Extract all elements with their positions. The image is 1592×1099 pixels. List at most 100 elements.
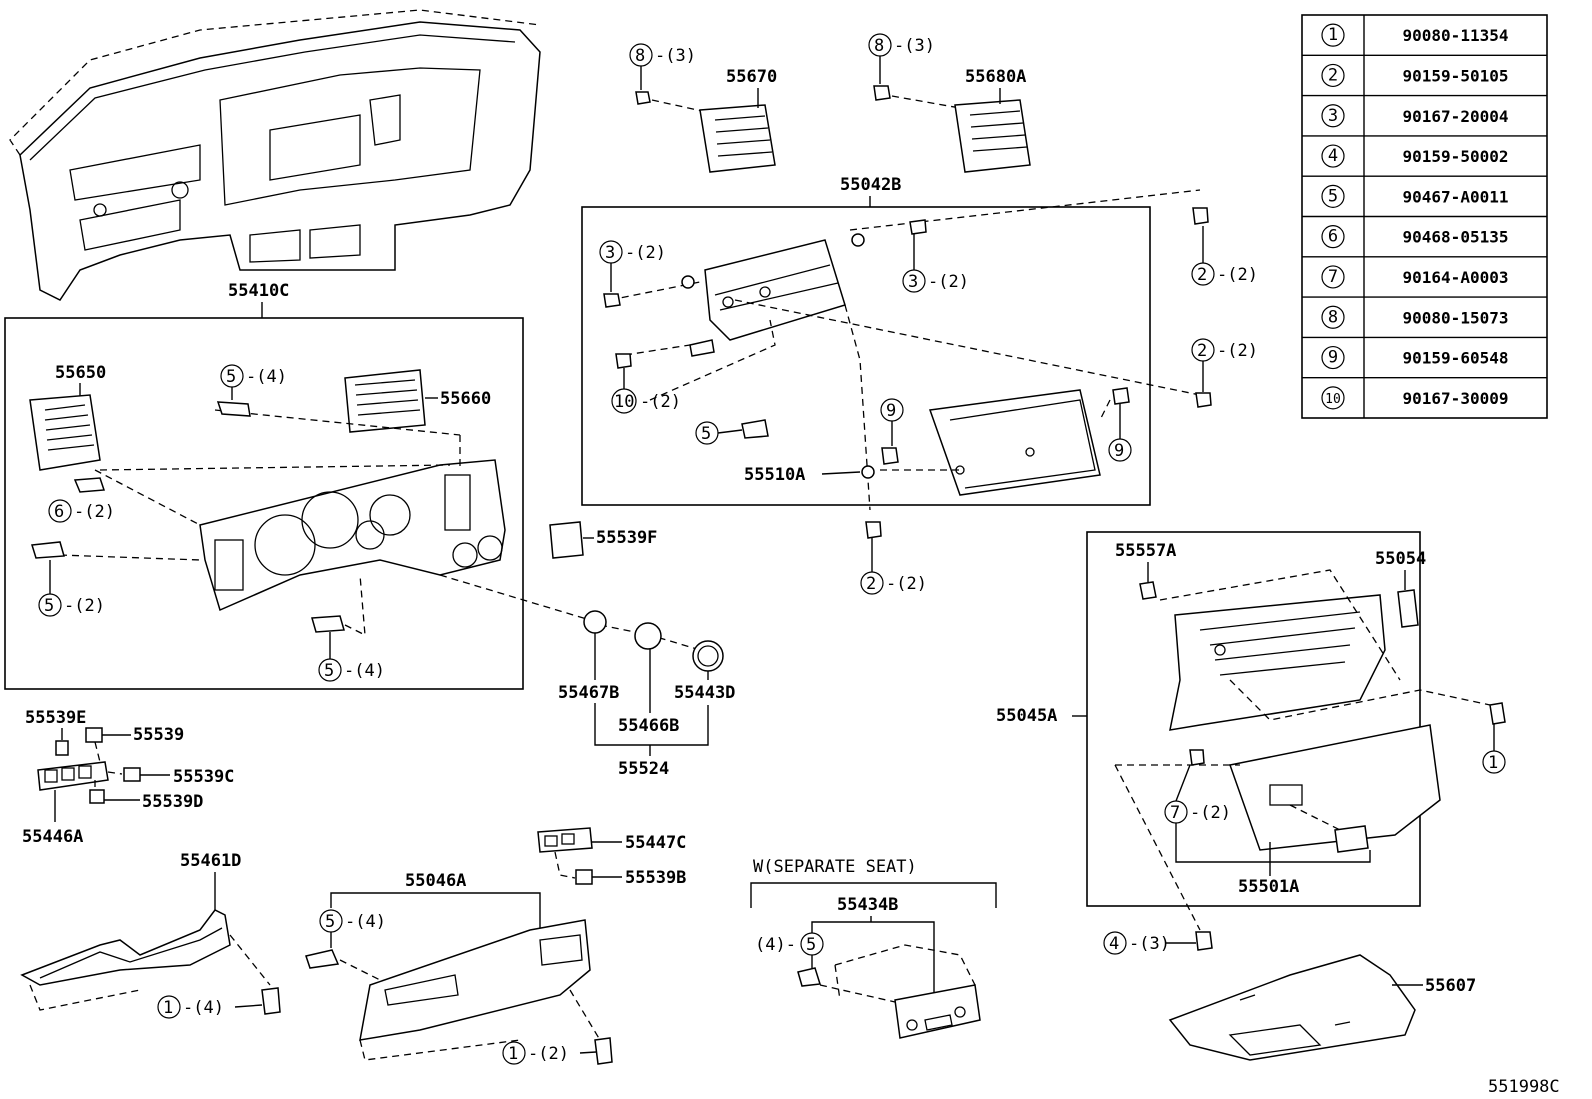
svg-text:-(3): -(3)	[1129, 934, 1170, 954]
svg-text:8: 8	[874, 36, 884, 56]
switch-55539D	[89, 789, 105, 804]
callout-3-2-a: 3 -(2)	[599, 240, 666, 292]
label-55446A: 55446A	[22, 827, 83, 847]
table-index: 2	[1328, 65, 1338, 85]
table-index-circle	[1321, 104, 1345, 128]
label-55054: 55054	[1375, 549, 1426, 569]
callout-5-a: 5	[695, 421, 743, 445]
screw-icon	[1192, 207, 1209, 225]
group-box-55042B	[581, 206, 1151, 506]
svg-text:10: 10	[614, 392, 634, 412]
callout-1-2: 1 -(2)	[502, 1041, 597, 1065]
label-55539: 55539	[133, 725, 184, 745]
vent-55660	[344, 369, 426, 433]
table-index-circle	[1321, 265, 1345, 289]
table-part-number: 90167-20004	[1403, 107, 1509, 126]
svg-text:8: 8	[635, 46, 645, 66]
svg-text:9: 9	[1114, 441, 1124, 461]
screw-icon	[1112, 387, 1130, 405]
label-55510A: 55510A	[744, 465, 805, 485]
screw-icon	[603, 293, 621, 308]
svg-text:-(2): -(2)	[74, 502, 115, 522]
table-part-number: 90159-50105	[1403, 66, 1509, 85]
callout-9-b: 9	[1108, 404, 1132, 462]
svg-text:9: 9	[886, 401, 896, 421]
svg-text:(4)-: (4)-	[755, 935, 796, 955]
label-55539E: 55539E	[25, 708, 86, 728]
switch-55539B	[575, 869, 593, 885]
label-55046A: 55046A	[405, 871, 466, 891]
callout-3-2-b: 3 -(2)	[902, 234, 969, 293]
svg-text:1: 1	[508, 1044, 518, 1064]
svg-text:5: 5	[324, 661, 334, 681]
screw-icon	[594, 1037, 613, 1065]
svg-text:-(3): -(3)	[894, 36, 935, 56]
table-index: 6	[1328, 227, 1338, 247]
table-part-number: 90164-A0003	[1403, 268, 1509, 287]
svg-text:-(2): -(2)	[64, 596, 105, 616]
screw-icon	[261, 987, 281, 1015]
group-box-55410C	[4, 317, 524, 690]
table-index-circle	[1321, 23, 1345, 47]
svg-text:-(2): -(2)	[1217, 265, 1258, 285]
svg-text:5: 5	[806, 935, 816, 955]
label-55539F: 55539F	[596, 528, 657, 548]
label-55670: 55670	[726, 67, 777, 87]
label-55045A: 55045A	[996, 706, 1057, 726]
svg-text:2: 2	[866, 574, 876, 594]
label-55466B: 55466B	[618, 716, 679, 736]
label-55660: 55660	[440, 389, 491, 409]
nut-icon	[681, 275, 695, 289]
callout-1-4: 1 -(4)	[157, 995, 263, 1019]
callout-4-5: (4)- 5	[755, 932, 824, 968]
tray-55434B	[894, 984, 981, 1039]
table-part-number: 90080-15073	[1403, 308, 1509, 327]
table-part-number: 90167-30009	[1403, 389, 1509, 408]
svg-text:-(2): -(2)	[886, 574, 927, 594]
label-55650: 55650	[55, 363, 106, 383]
label-55539B: 55539B	[625, 868, 686, 888]
clip-icon	[311, 615, 345, 633]
label-55434B: 55434B	[837, 895, 898, 915]
svg-text:5: 5	[226, 367, 236, 387]
table-index: 4	[1328, 146, 1338, 166]
glovebox-door-55501A	[1229, 724, 1441, 853]
screw-icon	[1189, 749, 1205, 766]
screw-icon	[881, 447, 899, 465]
clip-icon	[797, 967, 821, 987]
table-index: 5	[1328, 186, 1338, 206]
callout-10-2: 10 -(2)	[611, 368, 681, 414]
screw-icon	[865, 521, 882, 539]
callout-2-2-c: 2 -(2)	[860, 538, 927, 595]
label-55447C: 55447C	[625, 833, 686, 853]
label-55524: 55524	[618, 759, 669, 779]
screw-icon	[1195, 931, 1213, 951]
table-part-number: 90159-60548	[1403, 349, 1509, 368]
screw-icon	[1195, 392, 1212, 408]
table-index: 10	[1325, 392, 1341, 407]
callout-5-4-a: 5 -(4)	[220, 364, 287, 400]
ring-55466B	[634, 622, 662, 650]
table-index: 1	[1328, 25, 1338, 45]
callout-7-2: 7 -(2)	[1164, 764, 1231, 824]
label-55539C: 55539C	[173, 767, 234, 787]
svg-text:1: 1	[163, 998, 173, 1018]
svg-text:-(2): -(2)	[1190, 803, 1231, 823]
dashboard-illustration	[9, 9, 541, 301]
callout-1-a: 1	[1482, 724, 1506, 774]
svg-text:2: 2	[1197, 265, 1207, 285]
table-index-circle	[1321, 63, 1345, 88]
glovebox-liner-55607	[1168, 954, 1416, 1061]
variant-note: W(SEPARATE SEAT)	[753, 857, 917, 877]
clip-icon	[1139, 581, 1157, 600]
svg-text:-(2): -(2)	[928, 272, 969, 292]
svg-text:3: 3	[605, 243, 615, 263]
switch-55539	[85, 727, 103, 743]
screw-icon	[615, 353, 632, 369]
panel-55539F	[549, 521, 584, 559]
svg-text:-(4): -(4)	[246, 367, 287, 387]
svg-text:-(4): -(4)	[183, 998, 224, 1018]
svg-text:2: 2	[1197, 341, 1207, 361]
vent-55680A	[954, 99, 1031, 173]
